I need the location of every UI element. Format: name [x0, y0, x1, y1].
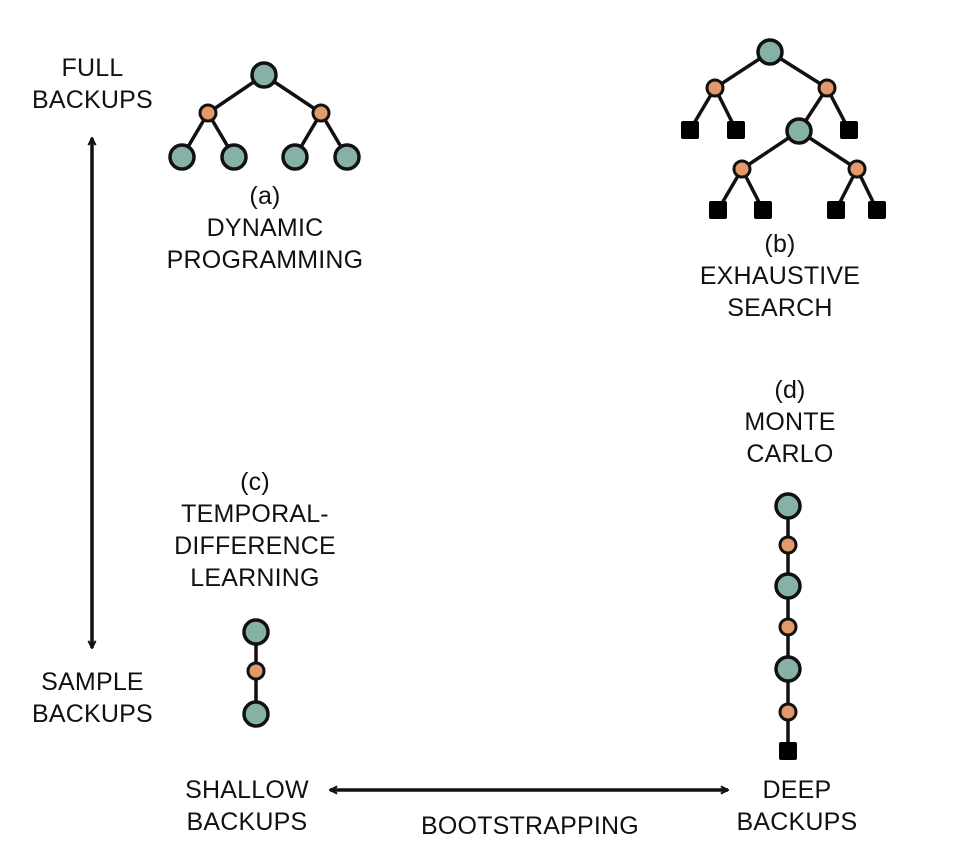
action-node — [778, 617, 798, 637]
terminal-node — [709, 201, 727, 219]
state-node — [333, 143, 361, 171]
sample-backups-label: SAMPLE BACKUPS — [32, 668, 153, 728]
state-node — [756, 38, 784, 66]
state-node — [242, 700, 270, 728]
full-backups-label: FULL BACKUPS — [32, 54, 153, 114]
monte-carlo-chain — [774, 492, 802, 760]
action-node — [778, 535, 798, 555]
method-c-label: (c) TEMPORAL- DIFFERENCE LEARNING — [174, 468, 336, 592]
action-node — [732, 159, 752, 179]
state-node — [774, 655, 802, 683]
deep-backups-label: DEEP BACKUPS — [736, 776, 858, 836]
state-node — [168, 143, 196, 171]
action-node — [847, 159, 867, 179]
state-node — [774, 492, 802, 520]
action-node — [778, 702, 798, 722]
action-node — [817, 78, 837, 98]
terminal-node — [840, 121, 858, 139]
terminal-node — [681, 121, 699, 139]
state-node — [785, 117, 813, 145]
terminal-node — [868, 201, 886, 219]
dynamic-programming-tree — [168, 61, 361, 171]
bootstrapping-label: BOOTSTRAPPING — [421, 812, 639, 840]
terminal-node — [779, 742, 797, 760]
terminal-node — [754, 201, 772, 219]
td-learning-chain — [242, 618, 270, 728]
action-node — [705, 78, 725, 98]
action-node — [246, 661, 266, 681]
shallow-backups-label: SHALLOW BACKUPS — [185, 776, 309, 836]
action-node — [198, 103, 218, 123]
state-node — [250, 61, 278, 89]
exhaustive-search-tree — [681, 38, 886, 219]
terminal-node — [727, 121, 745, 139]
terminal-node — [827, 201, 845, 219]
action-node — [311, 103, 331, 123]
method-d-label: (d) MONTE CARLO — [744, 376, 836, 468]
state-node — [774, 572, 802, 600]
method-b-label: (b) EXHAUSTIVE SEARCH — [699, 230, 861, 322]
state-node — [242, 618, 270, 646]
state-node — [220, 143, 248, 171]
state-node — [281, 143, 309, 171]
method-a-label: (a) DYNAMIC PROGRAMMING — [166, 182, 364, 274]
